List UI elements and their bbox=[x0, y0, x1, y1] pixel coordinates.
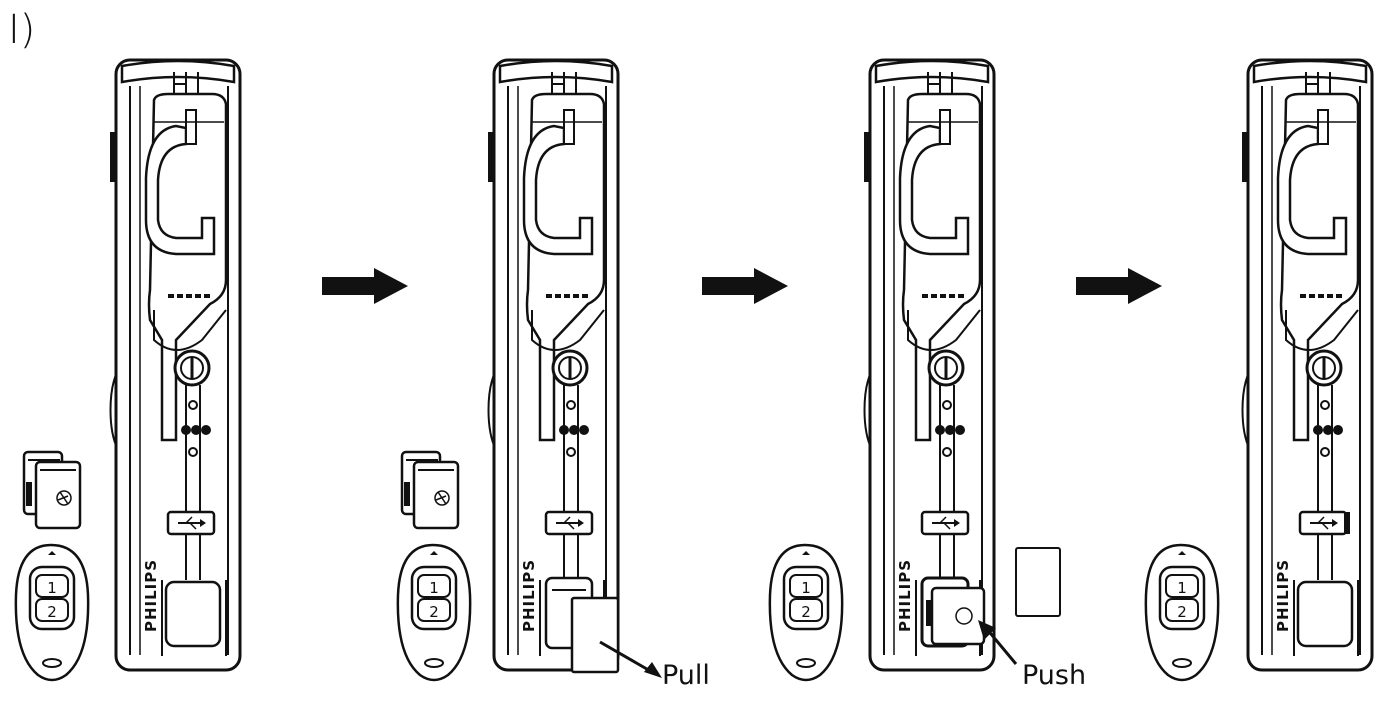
battery-icon bbox=[22, 450, 82, 530]
remote-control-icon: 1 2 bbox=[1144, 543, 1220, 682]
remote-control-icon: 1 2 bbox=[768, 543, 844, 682]
device-handheld bbox=[108, 58, 242, 672]
battery-icon bbox=[400, 450, 460, 530]
arrow-right-icon bbox=[1076, 268, 1162, 304]
push-pointer-line bbox=[984, 627, 1018, 665]
remote-button-1-label: 1 bbox=[47, 579, 57, 597]
step-number: I) bbox=[8, 7, 36, 53]
removed-cover bbox=[1015, 547, 1061, 617]
panel-1: 1 2 bbox=[14, 58, 242, 682]
device-handheld bbox=[862, 58, 996, 672]
push-label: Push bbox=[1022, 660, 1087, 691]
panel-4: 1 2 bbox=[1144, 58, 1374, 682]
remote-button-1-label: 1 bbox=[1177, 579, 1187, 597]
pull-pointer-line bbox=[599, 640, 653, 674]
remote-button-2-label: 2 bbox=[429, 603, 439, 621]
remote-control-icon: 1 2 bbox=[396, 543, 472, 682]
panel-2: 1 2 bbox=[396, 58, 662, 682]
remote-button-2-label: 2 bbox=[47, 603, 57, 621]
remote-button-2-label: 2 bbox=[801, 603, 811, 621]
arrow-right-icon bbox=[322, 268, 408, 304]
arrow-right-icon bbox=[702, 268, 788, 304]
remote-button-2-label: 2 bbox=[1177, 603, 1187, 621]
remote-button-1-label: 1 bbox=[801, 579, 811, 597]
remote-control-icon: 1 2 bbox=[14, 543, 90, 682]
device-handheld bbox=[1240, 58, 1374, 672]
pull-label: Pull bbox=[662, 660, 710, 691]
panel-3: 1 2 bbox=[768, 58, 1061, 682]
remote-button-1-label: 1 bbox=[429, 579, 439, 597]
device-handheld bbox=[486, 58, 620, 674]
